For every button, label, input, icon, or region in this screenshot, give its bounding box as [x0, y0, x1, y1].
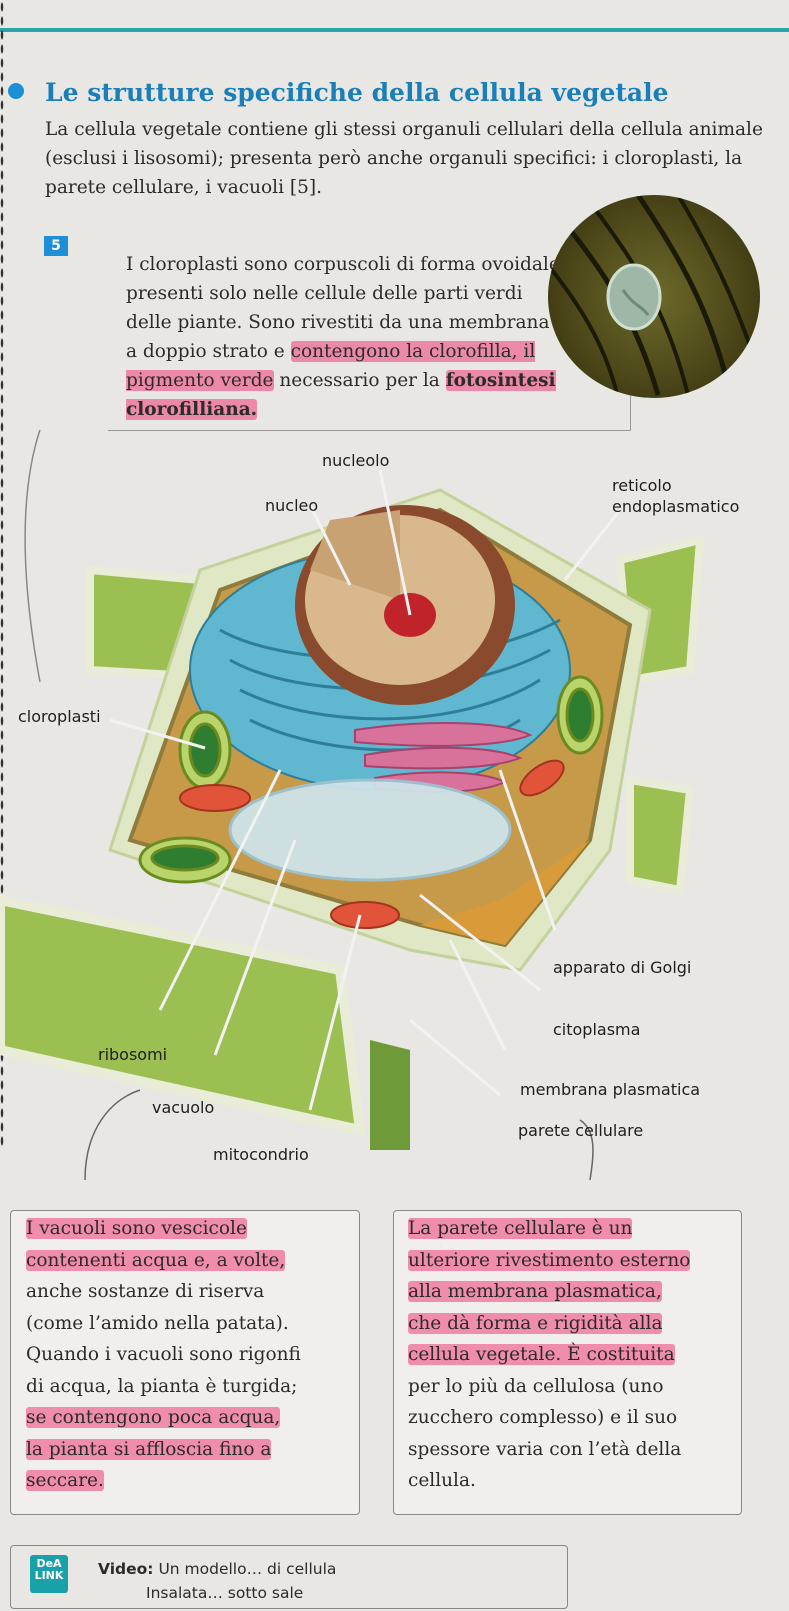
- parete-line: La parete cellulare è un: [408, 1218, 633, 1239]
- dea-link-box[interactable]: [10, 1545, 568, 1609]
- parete-box: La parete cellulare è un ulteriore rives…: [393, 1210, 742, 1515]
- parete-line: per lo più da cellulosa (uno: [408, 1375, 664, 1397]
- vacuoli-line: se contengono poca acqua,: [26, 1407, 281, 1428]
- heading-bullet-icon: [8, 83, 24, 99]
- chloroplast-caption-part3: necessario per la: [273, 370, 446, 391]
- parete-line: alla membrana plasmatica,: [408, 1281, 662, 1302]
- label-nucleolo: nucleolo: [322, 451, 390, 470]
- label-citoplasma: citoplasma: [553, 1020, 641, 1039]
- vacuoli-box: I vacuoli sono vescicole contenenti acqu…: [10, 1210, 360, 1515]
- vacuoli-line: la pianta si affloscia fino a: [26, 1438, 272, 1460]
- vacuoli-line: Quando i vacuoli sono rigonfi: [26, 1344, 301, 1365]
- micrograph-svg: [548, 195, 755, 398]
- parete-text: La parete cellulare è un ulteriore rives…: [394, 1211, 741, 1497]
- label-parete-cellulare: parete cellulare: [518, 1121, 644, 1140]
- vacuoli-line: di acqua, la pianta è turgida;: [26, 1375, 298, 1397]
- parete-line: che dà forma e rigidità alla: [408, 1312, 663, 1334]
- video-title: Un modello… di cellula: [158, 1560, 337, 1578]
- video-link[interactable]: Video: Un modello… di cellula: [98, 1560, 336, 1578]
- label-apparato-golgi: apparato di Golgi: [553, 958, 692, 977]
- intro-paragraph: La cellula vegetale contiene gli stessi …: [45, 119, 763, 198]
- figure-number-badge: 5: [44, 236, 68, 256]
- vacuoli-line: contenenti acqua e, a volte,: [26, 1249, 286, 1271]
- parete-line: spessore varia con l’età della: [408, 1438, 682, 1460]
- label-vacuolo: vacuolo: [152, 1098, 215, 1117]
- chloroplast-micrograph: [548, 195, 760, 398]
- dea-link-logo-icon: DeA LINK: [30, 1555, 68, 1593]
- top-rule: [0, 28, 789, 32]
- plant-cell-diagram: [0, 430, 705, 1181]
- parete-line: zucchero complesso) e il suo: [408, 1407, 678, 1428]
- vacuoli-text: I vacuoli sono vescicole contenenti acqu…: [11, 1211, 359, 1497]
- video-subtitle: Insalata… sotto sale: [146, 1584, 304, 1602]
- vacuoli-line: I vacuoli sono vescicole: [26, 1218, 247, 1239]
- vacuoli-line: seccare.: [26, 1470, 104, 1491]
- section-title: Le strutture specifiche della cellula ve…: [45, 78, 669, 107]
- vacuoli-line: (come l’amido nella patata).: [26, 1312, 289, 1334]
- chloroplast-caption: I cloroplasti sono corpuscoli di forma o…: [126, 250, 566, 424]
- label-membrana-plasmatica: membrana plasmatica: [520, 1080, 701, 1099]
- video-label: Video:: [98, 1560, 154, 1578]
- label-cloroplasti: cloroplasti: [18, 707, 101, 726]
- parete-line: cellula.: [408, 1470, 476, 1491]
- parete-line: ulteriore rivestimento esterno: [408, 1249, 691, 1271]
- label-endoplasmatico: endoplasmatico: [612, 497, 740, 516]
- vacuoli-line: anche sostanze di riserva: [26, 1281, 265, 1302]
- label-nucleo: nucleo: [265, 496, 319, 515]
- parete-line: cellula vegetale. È costituita: [408, 1344, 675, 1365]
- margin-dots: [0, 0, 4, 1150]
- chloroplast-caption-part1: I cloroplasti sono corpuscoli di forma o…: [126, 254, 560, 362]
- label-ribosomi: ribosomi: [98, 1045, 168, 1064]
- label-mitocondrio: mitocondrio: [213, 1145, 309, 1164]
- label-reticolo: reticolo: [612, 476, 672, 495]
